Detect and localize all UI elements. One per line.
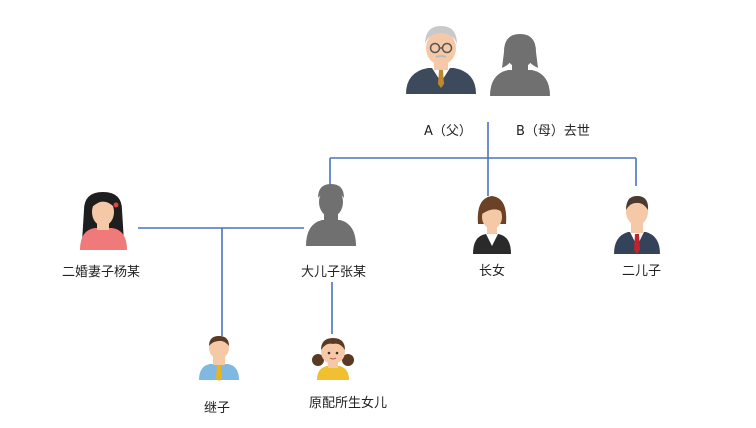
second-wife-label: 二婚妻子杨某 (62, 265, 141, 280)
mother-avatar (490, 34, 550, 96)
eldest-daughter-label: 长女 (479, 264, 506, 279)
eldest-daughter-avatar (473, 196, 511, 254)
connector-lines (138, 122, 637, 336)
second-wife-avatar (80, 192, 127, 250)
father-label: A（父） (424, 124, 472, 139)
mother-label: B（母）去世 (516, 124, 590, 139)
daughter-avatar (312, 338, 354, 380)
second-son-avatar (614, 196, 660, 254)
stepson-label: 继子 (204, 401, 231, 416)
second-son-label: 二儿子 (622, 264, 662, 279)
eldest-son-avatar (306, 184, 356, 246)
eldest-son-label: 大儿子张某 (301, 265, 367, 280)
daughter-label: 原配所生女儿 (309, 396, 388, 411)
stepson-avatar (199, 336, 239, 381)
father-avatar (406, 26, 476, 94)
